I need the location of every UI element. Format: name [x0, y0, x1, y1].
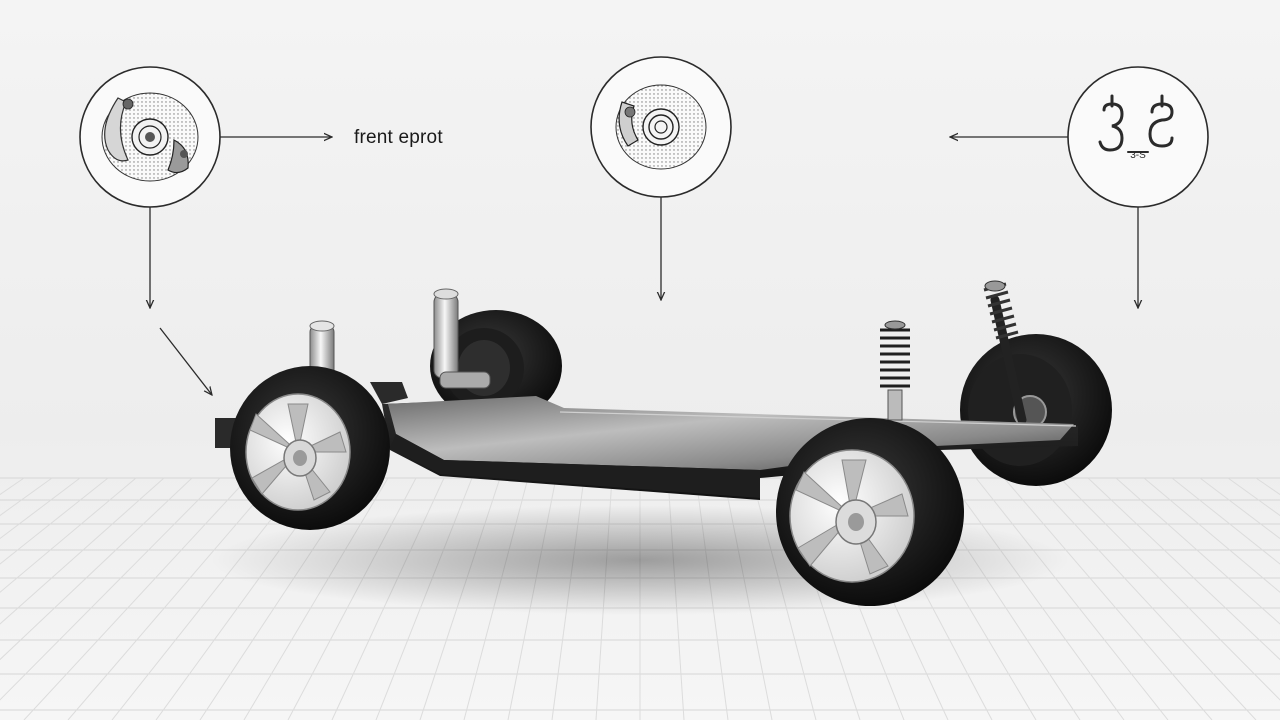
front-label: frent eprot [354, 127, 443, 148]
floor-grid-line [0, 477, 109, 565]
floor-grid-line [975, 477, 1169, 720]
floor-grid-line [1171, 477, 1280, 565]
floor-grid-line [1143, 477, 1280, 593]
floor-grid-line [1003, 477, 1213, 720]
wheel-front-left [230, 366, 390, 530]
callout-brake-disc [79, 66, 221, 208]
floor-grid-line [1087, 477, 1280, 661]
floor-grid-line [947, 477, 1125, 720]
callout-spring: 3-S [1067, 66, 1209, 208]
shock-absorber-rear-right [983, 280, 1027, 425]
shock-absorber-front-right [880, 320, 910, 421]
floor-grid-line [1059, 477, 1280, 701]
wheel-front-right [776, 418, 964, 606]
callout-arrow-left-diag [159, 327, 212, 395]
floor-grid-line [0, 477, 221, 701]
wheel-rear-right [960, 334, 1112, 486]
brake-disc-icon [101, 92, 199, 182]
suspension-spring-icon: 3-S [1098, 94, 1174, 161]
floor-grid-line [67, 477, 277, 720]
floor-grid-line [1115, 477, 1280, 625]
floor-grid-line [0, 477, 137, 593]
floor-grid-line [1031, 477, 1257, 720]
shock-absorber-rear-left [433, 288, 491, 389]
floor-grid-line [0, 477, 81, 540]
floor-grid-line [0, 477, 165, 625]
floor-grid-line [23, 477, 249, 720]
wheel-rear-left [430, 310, 562, 422]
floor-grid-line [1199, 477, 1280, 540]
callout-brake-rotor [590, 56, 732, 198]
brake-rotor-icon [615, 84, 707, 170]
floor-grid-line [0, 477, 193, 661]
spring-glyph: 3-S [1130, 150, 1146, 161]
chassis-platform [215, 382, 1078, 500]
